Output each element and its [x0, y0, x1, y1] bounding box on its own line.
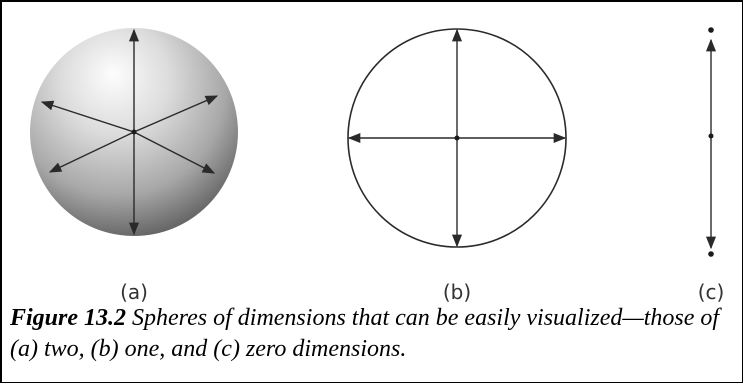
segment-top-point — [708, 27, 714, 33]
segment-bottom-point — [708, 251, 714, 257]
panel-b-circle: (b) — [348, 29, 566, 302]
label-a: (a) — [120, 280, 148, 302]
figure-number: Figure 13.2 — [10, 305, 126, 331]
figure-illustration: (a) (b) (c) — [2, 2, 743, 302]
circle-center-point — [455, 136, 460, 141]
panel-c-segment: (c) — [698, 27, 725, 302]
label-b: (b) — [443, 280, 471, 302]
panel-a-sphere: (a) — [30, 28, 238, 302]
sphere-center-point — [132, 130, 137, 135]
segment-center-point — [709, 134, 714, 139]
figure-caption: Figure 13.2 Spheres of dimensions that c… — [10, 303, 738, 365]
label-c: (c) — [698, 280, 725, 302]
